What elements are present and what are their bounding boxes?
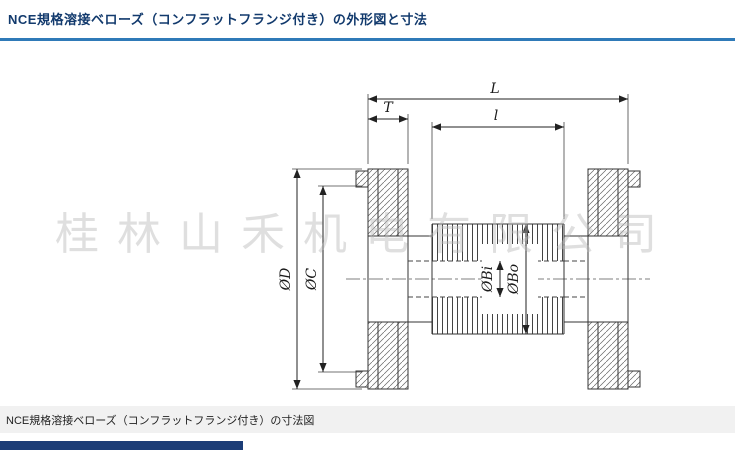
dim-label-flange-od: ØD [278,268,294,292]
right-flange [588,169,640,389]
dim-label-inner-diameter: ØBi [480,266,496,293]
page-title: NCE規格溶接ベローズ（コンフラットフランジ付き）の外形図と寸法 [8,12,428,27]
left-flange [356,169,408,389]
caption-bar: NCE規格溶接ベローズ（コンフラットフランジ付き）の寸法図 [0,406,735,433]
title-rule [0,38,735,41]
bottom-bar [0,441,243,450]
dim-label-flange-thickness: T [383,100,394,116]
dim-label-overall-length: L [489,81,499,97]
dimensions: L T l ØD ØC ØBi ØBo [278,81,628,389]
caption-text: NCE規格溶接ベローズ（コンフラットフランジ付き）の寸法図 [6,414,315,427]
dim-label-bellows-length: l [494,108,498,124]
bellows [432,224,564,334]
technical-drawing: L T l ØD ØC ØBi ØBo [278,81,735,406]
dim-label-outer-diameter: ØBo [506,264,522,295]
neck-tubes [408,236,588,322]
dim-label-bolt-circle: ØC [304,268,320,291]
